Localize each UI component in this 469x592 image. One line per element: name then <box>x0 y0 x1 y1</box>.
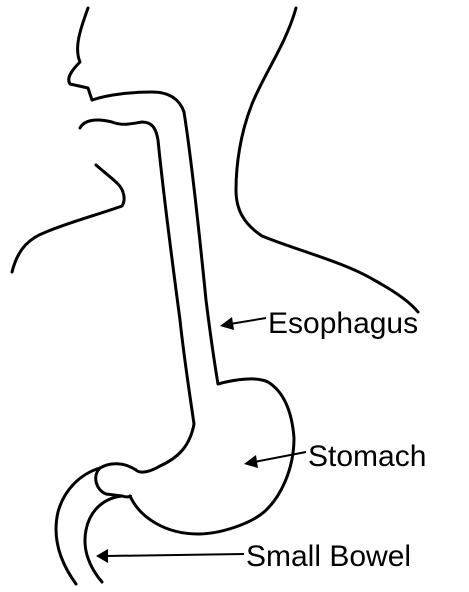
small-bowel-inner-wall <box>85 496 122 582</box>
tongue-and-esophagus-back-wall <box>80 120 194 472</box>
esophagus-pointer <box>220 317 266 330</box>
small-bowel-arrowhead <box>96 549 108 563</box>
back-of-neck <box>236 8 418 312</box>
chin-jaw-line <box>12 165 124 272</box>
face-profile <box>69 8 92 100</box>
pyloric-bulge <box>96 464 136 497</box>
stomach-arrowhead <box>244 455 258 468</box>
esophagus-label: Esophagus <box>268 307 418 340</box>
stomach-label: Stomach <box>308 440 426 473</box>
small-bowel-outer-wall <box>56 468 100 584</box>
esophagus-arrowhead <box>220 317 234 330</box>
stomach-pointer <box>244 452 306 468</box>
palate-and-esophagus-front-wall <box>92 92 294 534</box>
small-bowel-pointer <box>96 549 244 563</box>
small-bowel-label: Small Bowel <box>246 540 411 573</box>
